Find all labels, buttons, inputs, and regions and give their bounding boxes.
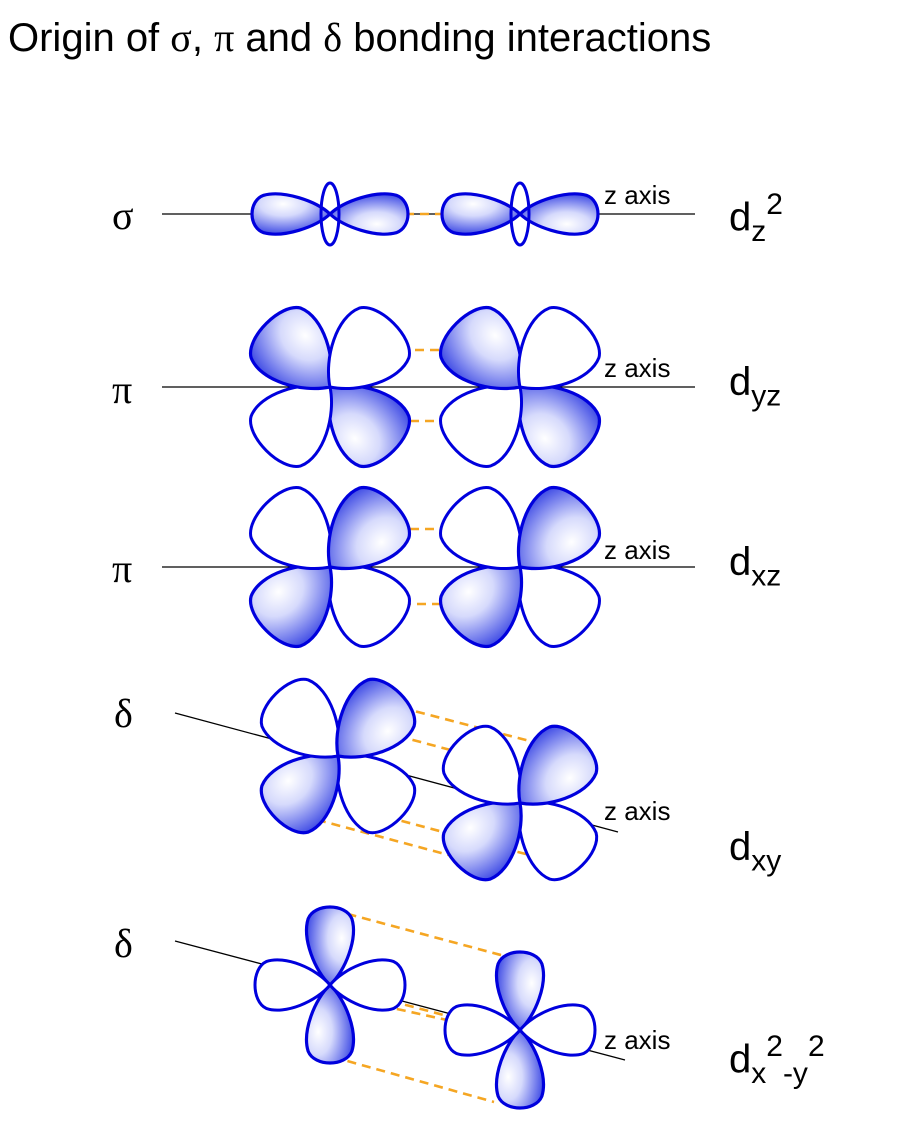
orbital-lobe-open xyxy=(517,306,601,390)
orbital-lobe-open xyxy=(328,958,407,1012)
row-pi-symbol: π xyxy=(112,546,133,591)
z-axis-label: z axis xyxy=(604,535,671,565)
overlap-dash xyxy=(332,908,513,960)
orbital-lobe-shaded xyxy=(328,192,410,236)
orbital-lobe-open xyxy=(327,564,411,648)
orbital-label-dyz: dyz xyxy=(729,360,782,413)
orbital-lobe-shaded xyxy=(517,724,599,806)
orbital-label-dxz: dxz xyxy=(729,540,782,593)
row-sigma-symbol: σ xyxy=(112,193,134,238)
orbital-lobe-open xyxy=(517,564,601,648)
page-title: Origin of σ, π and δ bonding interaction… xyxy=(8,15,712,60)
orbital-lobe-shaded xyxy=(250,192,332,236)
orbital-lobe-shaded xyxy=(305,983,355,1065)
z-axis-label: z axis xyxy=(604,796,671,826)
z-axis-label: z axis xyxy=(604,353,671,383)
overlap-dash xyxy=(332,1055,495,1104)
title-delta: δ xyxy=(323,15,343,60)
orbital-lobe-shaded xyxy=(305,905,355,987)
orbital-lobe-open xyxy=(517,800,599,882)
orbital-lobe-shaded xyxy=(335,677,417,759)
orbital-lobe-shaded xyxy=(440,192,522,236)
torus-ring xyxy=(319,181,341,247)
orbital-lobe-shaded xyxy=(326,486,411,571)
orbital-lobe-open xyxy=(443,1003,522,1057)
row-pi-symbol: π xyxy=(112,367,133,412)
overlap-dash xyxy=(386,702,546,747)
orbital-lobe-open xyxy=(335,753,417,835)
title-sigma: σ xyxy=(170,15,192,60)
orbital-lobe-open xyxy=(439,384,523,468)
orbital-label-dxy: dxy xyxy=(729,825,782,878)
title-pi: π xyxy=(214,15,235,60)
orbital-lobe-shaded xyxy=(516,383,601,468)
orbital-lobe-shaded xyxy=(518,192,600,236)
orbital-lobe-open xyxy=(253,958,332,1012)
orbital-lobe-shaded xyxy=(495,1028,545,1110)
orbital-lobe-open xyxy=(441,724,523,806)
orbital-lobe-open xyxy=(249,486,333,570)
orbital-lobe-shaded xyxy=(439,563,524,648)
orbital-lobe-shaded xyxy=(516,486,601,571)
orbital-lobe-shaded xyxy=(249,563,334,648)
torus-ring xyxy=(509,181,531,247)
z-axis-label: z axis xyxy=(604,1025,671,1055)
orbital-lobe-open xyxy=(518,1003,597,1057)
row-delta-symbol: δ xyxy=(114,921,133,966)
orbital-lobe-open xyxy=(327,306,411,390)
z-axis-label: z axis xyxy=(604,180,671,210)
orbital-lobe-shaded xyxy=(326,383,411,468)
orbital-lobe-shaded xyxy=(495,950,545,1032)
row-delta-symbol: δ xyxy=(114,691,133,736)
orbital-label-dx2-y2: dx2-y2 xyxy=(729,1030,825,1090)
orbital-lobe-open xyxy=(439,486,523,570)
orbital-label-dz2: dz2 xyxy=(729,188,783,248)
